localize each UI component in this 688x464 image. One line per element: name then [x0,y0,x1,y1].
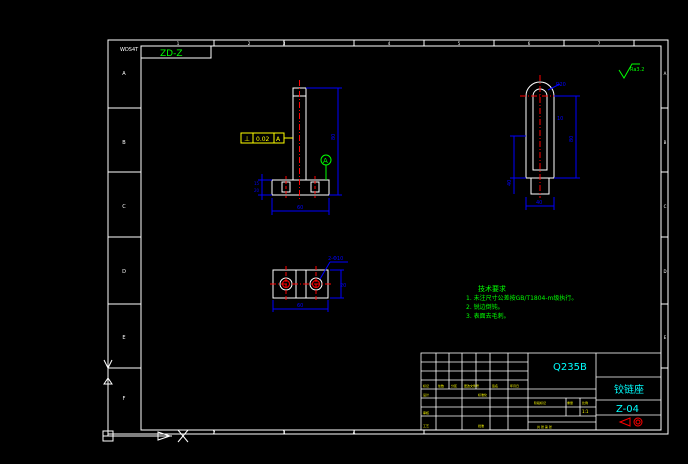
dim-side-height: 80 [569,136,575,142]
dim-plan-depth: 20 [340,283,346,289]
zone-letter-c: C [122,204,126,210]
tb-scale-label: 比例 [582,400,588,405]
tolerance-datum: A [276,136,281,143]
tb-design: 设计 [423,392,429,397]
datum-marker: A [320,154,332,180]
tb-sheets: 共 张 第 张 [537,424,552,429]
tb-drawing-code: Z-04 [616,404,639,415]
tb-check: 审核 [423,410,429,415]
tb-standard: 标准化 [478,392,487,397]
dim-front-width: 60 [297,205,303,211]
drawing-number-text: ZD-Z [160,49,183,59]
zone-col-5: 5 [458,41,461,46]
zone-col-6: 6 [528,41,531,46]
datum-marker-label: A [323,157,328,165]
front-view[interactable]: 80 60 15 20 [254,80,342,215]
dim-side-lower: 40 [507,180,513,186]
zone-col-2: 2 [248,41,251,46]
zone-col-7: 7 [598,41,601,46]
projection-symbol-icon [618,417,643,427]
zone-col-4: 4 [388,41,391,46]
zone-col-3: 3 [283,41,286,46]
drawing-number-box [140,45,212,59]
tb-material: Q235B [553,362,587,373]
zone-letter-right-b: B [664,140,667,145]
tb-label-date: 年月日 [510,383,519,388]
tech-title: 技术要求 [478,284,506,293]
geometric-tolerance-frame[interactable]: ⊥ 0.02 A [240,132,293,144]
tb-label-sign: 签名 [492,383,498,388]
tb-stage-label: 阶段标记 [534,400,546,405]
dim-side-mid: 10 [557,116,563,122]
zone-col-1: 1 [177,41,180,46]
zone-letter-d: D [122,269,126,275]
radius-label: R20 [556,82,566,88]
tech-item-2: 2. 锐边倒钝。 [466,303,504,311]
tb-process: 工艺 [423,423,429,428]
zone-letter-right-e: E [664,335,667,340]
zone-letter-right-d: D [663,269,666,274]
title-block[interactable]: 标记 处数 分区 更改文件号 签名 年月日 设计 标准化 审核 工艺 批准 阶段… [420,352,662,431]
ucs-axis-icon [102,359,189,443]
tb-label-change-doc: 更改文件号 [464,383,479,388]
dim-plan-width: 60 [297,303,303,309]
dim-front-small-a: 15 [254,181,260,186]
drawing-frame [107,39,669,435]
tb-label-count: 处数 [438,383,444,388]
tb-label-mark: 标记 [423,383,429,388]
tb-label-zone: 分区 [451,383,457,388]
side-view[interactable]: R20 80 40 40 10 [507,75,580,210]
header-tag: WDS4T [120,47,139,53]
zone-letter-b: B [122,140,126,146]
zone-col-bottom-3: 3 [283,430,286,435]
zone-letter-right-a: A [664,71,667,76]
zone-letter-a: A [122,71,126,77]
zone-col-bottom-4: 4 [353,430,356,435]
tb-approve: 批准 [478,423,484,428]
technical-requirements: 技术要求 1. 未注尺寸公差按GB/T1804-m级执行。 2. 锐边倒钝。 3… [466,284,577,320]
plan-view[interactable]: 60 20 2-Φ10 [270,256,348,312]
dim-side-width: 40 [536,200,542,206]
dim-front-height: 80 [331,134,337,140]
tb-weight-label: 重量 [567,400,573,405]
hole-label: 2-Φ10 [328,256,343,262]
tb-scale-value: 1:1 [582,409,589,414]
zone-letter-right-c: C [664,204,667,209]
zone-col-bottom-2: 2 [213,430,216,435]
tolerance-value: 0.02 [256,136,270,143]
zone-letter-f: F [123,396,126,402]
tolerance-symbol: ⊥ [244,135,250,143]
zone-letter-e: E [122,335,125,341]
roughness-symbol: Ra3.2 [618,63,644,79]
tb-part-name: 铰链座 [614,383,644,396]
roughness-value: Ra3.2 [630,67,644,73]
tech-item-1: 1. 未注尺寸公差按GB/T1804-m级执行。 [466,294,577,302]
tech-item-3: 3. 表面去毛刺。 [466,312,510,320]
dim-front-small-b: 20 [254,188,260,193]
